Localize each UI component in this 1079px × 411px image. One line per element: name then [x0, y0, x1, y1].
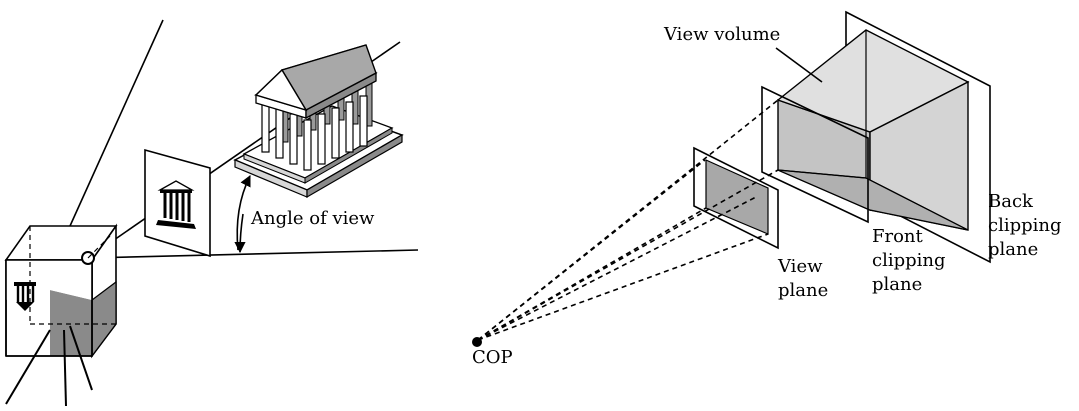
view-plane-label-line2: plane [778, 280, 828, 301]
projector-lines [477, 99, 779, 341]
angle-of-view-label: Angle of view [250, 208, 375, 229]
view-plane [693, 146, 779, 250]
view-plane-label-line1: View [777, 256, 823, 277]
back-plane-label-line1: Back [988, 191, 1034, 212]
front-plane-label-line1: Front [872, 226, 924, 247]
picture-plane [144, 148, 211, 258]
cop-label: COP [472, 347, 513, 368]
back-plane-label-line3: plane [988, 239, 1038, 260]
view-volume-label: View volume [663, 24, 780, 45]
angle-of-view-figure: Angle of view [4, 19, 419, 407]
angle-arc-lower [234, 213, 246, 254]
small-temple-image [156, 180, 196, 229]
camera [4, 223, 118, 407]
angle-arc [236, 174, 251, 251]
view-volume [776, 29, 970, 231]
upper-view-line [69, 19, 164, 227]
temple [233, 44, 404, 199]
camera-temple-icon [14, 282, 36, 311]
front-plane-label-line2: clipping [872, 250, 946, 271]
back-plane-label-line2: clipping [988, 215, 1062, 236]
lower-view-line [87, 249, 419, 259]
view-volume-leader [775, 47, 823, 83]
front-clipping-plane [761, 85, 869, 224]
center-of-projection [472, 337, 482, 347]
front-plane-label-line3: plane [872, 274, 922, 295]
view-volume-figure: COP View volume View plane Front clippin… [472, 10, 1062, 368]
